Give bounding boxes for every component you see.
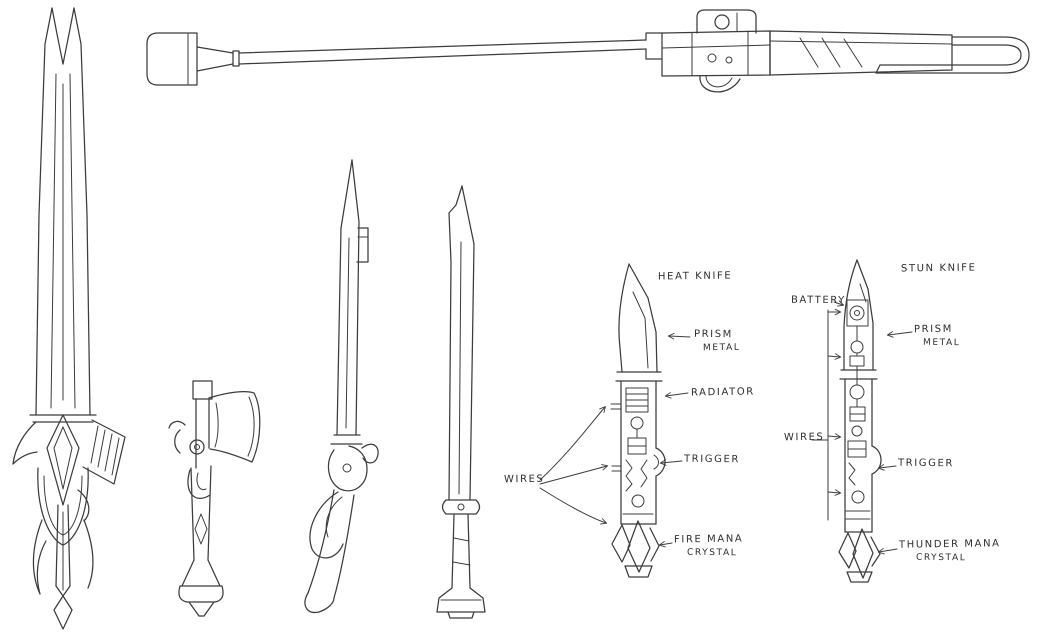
stun-knife-label-crystal: THUNDER MANA	[898, 538, 1001, 551]
stun-knife-label-trigger: TRIGGER	[897, 457, 955, 470]
heat-knife-label-prism-metal: PRISM	[693, 328, 733, 341]
lance-rifle-sketch	[146, 9, 1030, 93]
greatsword-sketch	[12, 7, 126, 630]
heat-knife-label-crystal: FIRE MANA	[673, 533, 744, 546]
heat-knife-label-crystal-line2: CRYSTAL	[686, 547, 738, 559]
heat-knife-label-radiator: RADIATOR	[690, 386, 755, 399]
heat-knife-label-trigger: TRIGGER	[683, 453, 741, 466]
stun-knife-sketch	[838, 259, 882, 583]
heat-knife-title: HEAT KNIFE	[657, 270, 733, 283]
stun-knife-label-crystal-line2: CRYSTAL	[915, 552, 967, 564]
heat-knife-label-wires: WIRES	[503, 473, 545, 486]
stun-knife-label-wires: WIRES	[783, 431, 825, 444]
gun-blade-sketch	[304, 159, 379, 614]
stun-knife-title: STUN KNIFE	[900, 262, 977, 275]
heat-knife-label-prism-metal-line2: METAL	[702, 342, 741, 354]
stun-knife-label-prism-metal: PRISM	[913, 323, 953, 336]
axe-pistol-sketch	[168, 380, 261, 617]
stun-knife-label-battery: BATTERY	[790, 294, 846, 307]
annotation-arrows	[539, 300, 913, 555]
long-knife-sketch	[436, 185, 486, 619]
stun-knife-label-prism-metal-line2: METAL	[922, 337, 961, 349]
heat-knife-sketch	[610, 263, 666, 578]
